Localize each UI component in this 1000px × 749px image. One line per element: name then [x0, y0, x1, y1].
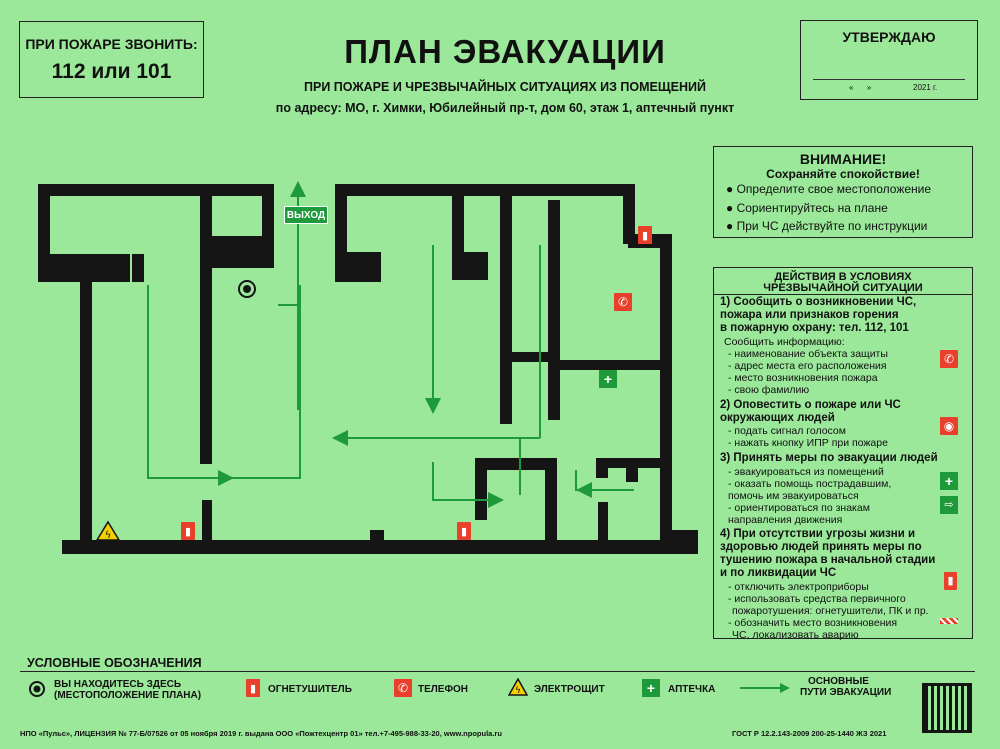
- approve-box: УТВЕРЖДАЮ « » 2021 г.: [800, 20, 978, 100]
- step-3-item: - эвакуироваться из помещений: [728, 466, 884, 478]
- call-box-label: ПРИ ПОЖАРЕ ЗВОНИТЬ:: [25, 36, 198, 52]
- step-2-heading: 2) Оповестить о пожаре или ЧС: [720, 399, 901, 411]
- step-4-item: ЧС, локализовать аварию: [732, 629, 859, 641]
- step-1-item: - наименование объекта защиты: [728, 348, 888, 360]
- call-box: ПРИ ПОЖАРЕ ЗВОНИТЬ: 112 или 101: [19, 21, 204, 98]
- attention-title: ВНИМАНИЕ!: [799, 151, 887, 167]
- actions-box: ДЕЙСТВИЯ В УСЛОВИЯХ ЧРЕЗВЫЧАЙНОЙ СИТУАЦИ…: [713, 267, 973, 641]
- address: по адресу: МО, г. Химки, Юбилейный пр-т,…: [275, 101, 735, 115]
- electric-panel-icon: ϟ: [95, 520, 121, 541]
- legend-title: УСЛОВНЫЕ ОБОЗНАЧЕНИЯ: [27, 656, 202, 670]
- legend-you-are-here: (МЕСТОПОЛОЖЕНИЕ ПЛАНА): [54, 690, 202, 701]
- extinguisher-icon: ▮: [638, 226, 652, 244]
- fire-alarm-button-icon: ◉: [940, 417, 958, 435]
- you-are-here-icon: [29, 681, 45, 697]
- approve-year: 2021 г.: [913, 83, 938, 92]
- attention-box: ВНИМАНИЕ! Сохраняйте спокойствие! ● Опре…: [713, 146, 973, 238]
- signature-line: [813, 79, 965, 80]
- legend-firstaid: АПТЕЧКА: [668, 684, 716, 695]
- step-4-item: - использовать средства первичного: [728, 593, 906, 605]
- extinguisher-icon: ▮: [246, 679, 260, 697]
- step-4-item: - отключить электроприборы: [728, 581, 869, 593]
- legend-divider: [20, 671, 975, 672]
- legend-routes: ПУТИ ЭВАКУАЦИИ: [800, 687, 892, 698]
- step-2-heading: окружающих людей: [720, 412, 835, 424]
- call-box-numbers: 112 или 101: [51, 60, 172, 83]
- step-4-item: пожаротушения: огнетушители, ПК и пр.: [732, 605, 929, 617]
- step-2-item: - нажать кнопку ИПР при пожаре: [728, 437, 888, 449]
- step-3-item: направления движения: [728, 514, 843, 526]
- step-1-heading: 1) Сообщить о возникновении ЧС,: [720, 296, 917, 308]
- qr-code: [922, 683, 972, 733]
- step-3-heading: 3) Принять меры по эвакуации людей: [720, 452, 938, 464]
- route-arrow-icon: [740, 683, 790, 693]
- exit-sign: ВЫХОД: [284, 206, 328, 224]
- footer-gost: ГОСТ Р 12.2.143-2009 200-25-1440 ЖЗ 2021: [732, 729, 887, 738]
- step-1-item: - место возникновения пожара: [728, 372, 878, 384]
- step-1-item: - адрес места его расположения: [728, 360, 887, 372]
- legend-you-are-here: ВЫ НАХОДИТЕСЬ ЗДЕСЬ: [54, 679, 182, 690]
- step-1-info: Сообщить информацию:: [724, 336, 845, 348]
- you-are-here-marker: [238, 280, 256, 298]
- step-4-heading: здоровью людей принять меры по: [720, 541, 922, 553]
- step-2-item: - подать сигнал голосом: [728, 425, 846, 437]
- step-1-heading: в пожарную охрану: тел. 112, 101: [720, 322, 909, 334]
- page-subtitle: ПРИ ПОЖАРЕ И ЧРЕЗВЫЧАЙНЫХ СИТУАЦИЯХ ИЗ П…: [304, 80, 706, 94]
- walls: [38, 184, 698, 554]
- actions-title: ДЕЙСТВИЯ В УСЛОВИЯХ: [774, 271, 912, 283]
- step-3-item: - ориентироваться по знакам: [728, 502, 870, 514]
- step-3-item: - оказать помощь пострадавшим,: [728, 478, 892, 490]
- legend-phone: ТЕЛЕФОН: [418, 684, 468, 695]
- first-aid-icon: +: [940, 472, 958, 490]
- extinguisher-icon: ▮: [944, 572, 957, 590]
- step-4-heading: и по ликвидации ЧС: [720, 567, 837, 579]
- actions-title: ЧРЕЗВЫЧАЙНОЙ СИТУАЦИИ: [714, 282, 972, 295]
- step-4-heading: 4) При отсутствии угрозы жизни и: [720, 528, 916, 540]
- legend-electric: ЭЛЕКТРОЩИТ: [534, 684, 605, 695]
- electric-panel-icon: ϟ: [508, 678, 528, 696]
- legend-extinguisher: ОГНЕТУШИТЕЛЬ: [268, 684, 352, 695]
- phone-icon: ✆: [940, 350, 958, 368]
- attention-item: ● При ЧС действуйте по инструкции: [726, 219, 928, 233]
- attention-subtitle: Сохраняйте спокойствие!: [766, 167, 920, 181]
- svg-text:ϟ: ϟ: [105, 530, 112, 541]
- phone-icon: ✆: [394, 679, 412, 697]
- footer-license: НПО «Пульс», ЛИЦЕНЗИЯ № 77-Б/07526 от 05…: [20, 729, 502, 738]
- step-4-item: - обозначить место возникновения: [728, 617, 898, 629]
- hazard-tape-icon: [940, 618, 958, 624]
- extinguisher-icon: ▮: [181, 522, 195, 540]
- phone-icon: ✆: [614, 293, 632, 311]
- step-1-item: - свою фамилию: [728, 384, 810, 396]
- attention-item: ● Определите свое местоположение: [726, 182, 932, 196]
- page-title: ПЛАН ЭВАКУАЦИИ: [344, 33, 666, 70]
- step-3-item: помочь им эвакуироваться: [728, 490, 859, 502]
- legend-routes: ОСНОВНЫЕ: [808, 676, 869, 687]
- first-aid-icon: +: [642, 679, 660, 697]
- extinguisher-icon: ▮: [457, 522, 471, 540]
- evacuation-routes: [147, 181, 634, 508]
- approve-title: УТВЕРЖДАЮ: [842, 29, 936, 45]
- exit-direction-icon: ⇨: [940, 496, 958, 514]
- approve-date: « »: [849, 83, 872, 92]
- attention-item: ● Сориентируйтесь на плане: [726, 201, 888, 215]
- step-4-heading: тушению пожара в начальной стадии: [720, 554, 936, 566]
- step-1-heading: пожара или признаков горения: [720, 309, 899, 321]
- svg-text:ϟ: ϟ: [515, 686, 521, 696]
- first-aid-icon: +: [599, 370, 617, 388]
